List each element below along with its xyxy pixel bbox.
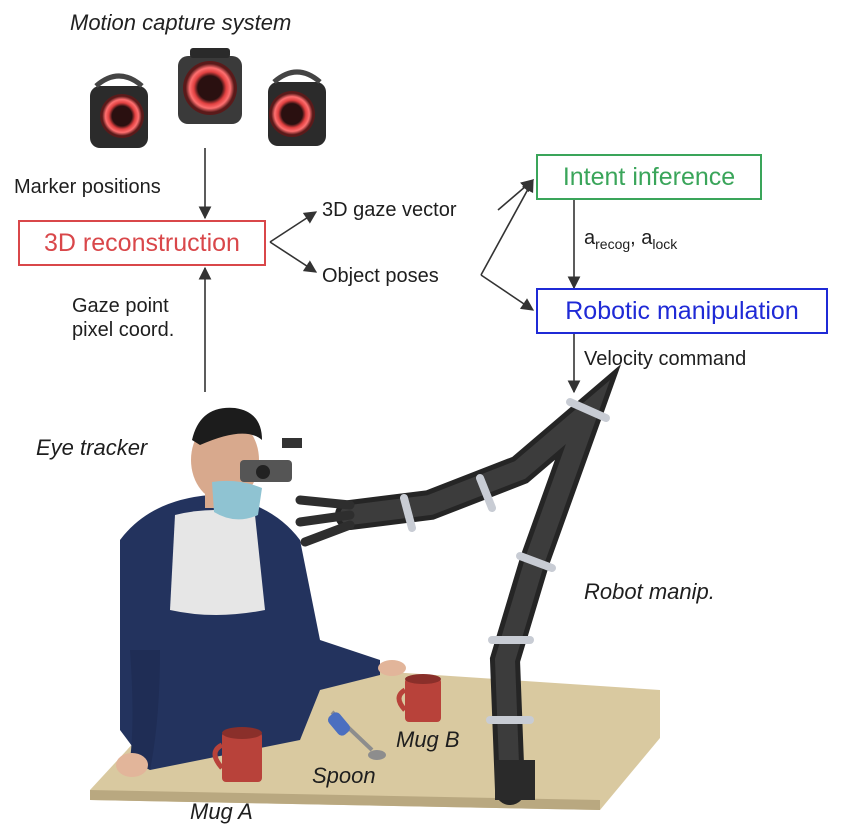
mocap-camera-left — [90, 73, 148, 148]
box-robotic-manipulation: Robotic manipulation — [536, 288, 828, 334]
box-intent-inference-label: Intent inference — [562, 162, 736, 191]
mug-b-illustration — [396, 674, 441, 722]
label-gaze-point: Gaze point pixel coord. — [72, 294, 174, 342]
robot-arm — [295, 364, 622, 805]
label-gaze-point-line1: Gaze point — [72, 295, 169, 317]
a-lock-base: a — [641, 227, 653, 249]
label-mug-b: Mug B — [396, 727, 460, 752]
label-robot-manip: Robot manip. — [584, 579, 715, 604]
label-mug-a: Mug A — [190, 799, 253, 824]
arrow-recon-to-gaze — [269, 211, 318, 243]
arrow-poses-to-intent — [480, 178, 534, 276]
arrow-poses-to-robotic — [480, 274, 535, 311]
a-recog-sub: recog — [595, 236, 631, 252]
person — [116, 407, 406, 777]
mug-a-illustration — [212, 727, 262, 782]
a-recog-base: a — [584, 227, 596, 249]
a-lock-sub: lock — [652, 236, 678, 252]
mocap-camera-right — [268, 69, 326, 146]
label-spoon: Spoon — [312, 763, 376, 788]
mocap-camera-center — [178, 48, 242, 124]
label-object-poses: Object poses — [322, 265, 439, 287]
diagram-title: Motion capture system — [70, 10, 292, 35]
label-marker-positions: Marker positions — [14, 176, 161, 198]
box-3d-reconstruction-label: 3D reconstruction — [44, 228, 240, 257]
box-robotic-manipulation-label: Robotic manipulation — [565, 296, 799, 325]
label-a-recog-lock: arecog, alock — [584, 226, 677, 256]
a-sep: , — [630, 227, 642, 249]
box-intent-inference: Intent inference — [536, 154, 762, 200]
arrow-gaze-to-intent — [497, 179, 534, 211]
label-velocity-command: Velocity command — [584, 348, 747, 370]
label-eye-tracker: Eye tracker — [36, 435, 148, 460]
label-gaze-point-line2: pixel coord. — [72, 319, 175, 341]
label-3d-gaze-vector: 3D gaze vector — [322, 199, 457, 221]
spoon-illustration — [327, 710, 386, 760]
box-3d-reconstruction: 3D reconstruction — [18, 220, 266, 266]
arrow-recon-to-poses — [269, 241, 318, 273]
